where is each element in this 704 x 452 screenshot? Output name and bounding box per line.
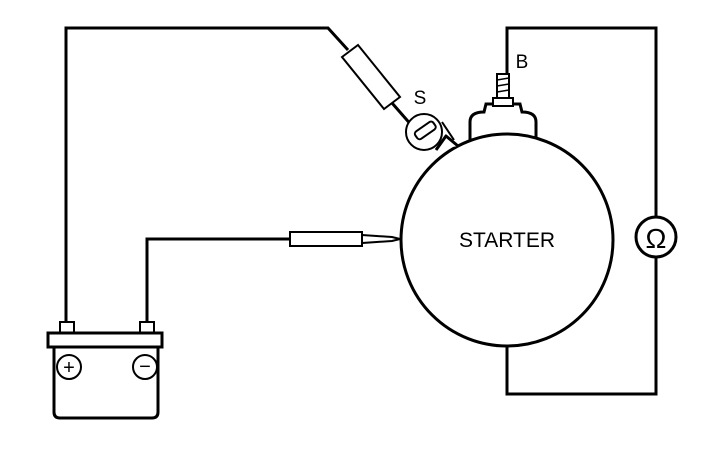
battery-negative-symbol: − [139,356,151,378]
terminal-b-label: B [516,52,529,73]
battery: + − [46,321,164,420]
solenoid-s-terminal [405,113,455,151]
ohmmeter: Ω [634,215,678,259]
battery-negative-terminal [132,354,158,380]
ohmmeter-omega-symbol: Ω [646,223,667,254]
negative-lead-wire [145,237,290,322]
starter-body-probe [289,231,401,247]
terminal-s-label: S [414,88,427,109]
b-terminal [468,73,538,142]
ohmmeter-circuit-wire [505,26,658,396]
battery-positive-terminal [56,354,82,380]
positive-lead-wire [64,26,350,328]
starter-label: STARTER [459,229,555,252]
battery-positive-symbol: + [63,357,75,379]
